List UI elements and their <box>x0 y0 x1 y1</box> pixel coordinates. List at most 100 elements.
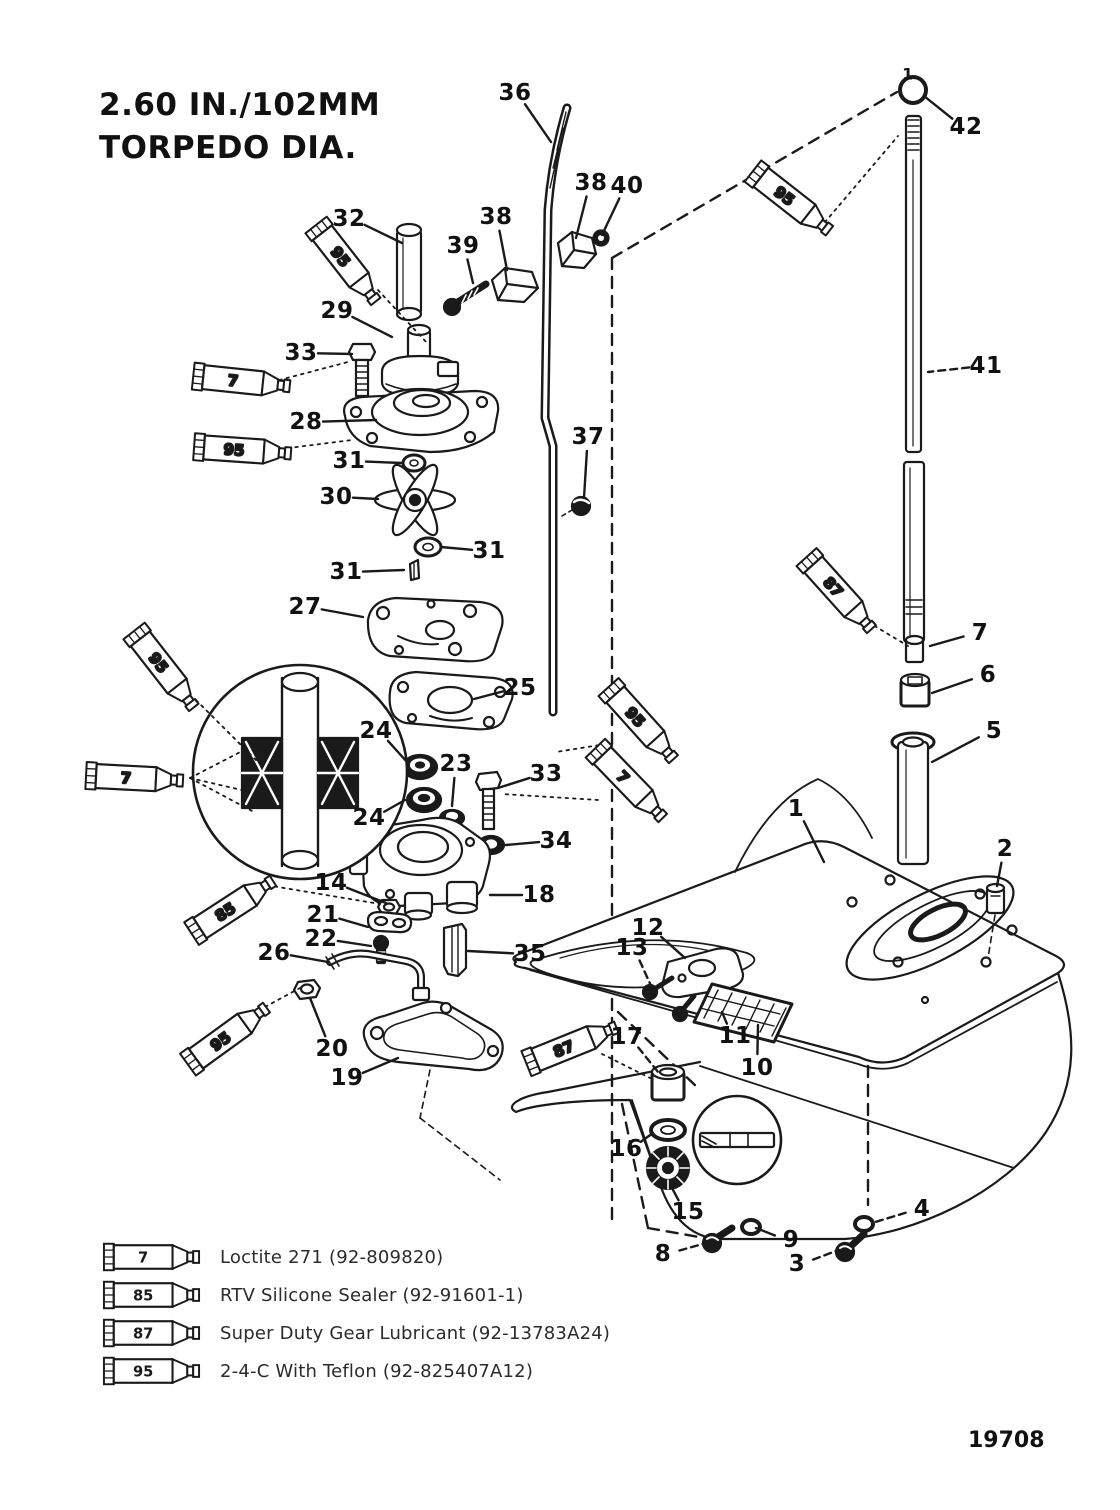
part-callout-15: 15 <box>671 1199 705 1225</box>
shift-rod-nut <box>561 495 592 517</box>
legend-tube-icon: 95 <box>102 1356 201 1386</box>
callout-leader-line <box>523 103 553 144</box>
callout-leader-line <box>472 690 505 701</box>
nut-20 <box>292 978 322 1001</box>
legend-tube-icon: 85 <box>102 1280 201 1310</box>
lubricant-tube-marker: 7 <box>84 761 185 793</box>
washer-31-lower <box>413 536 443 558</box>
callout-leader-line <box>308 996 327 1038</box>
part-callout-3: 3 <box>788 1251 806 1277</box>
part-callout-2: 2 <box>996 836 1014 862</box>
part-callout-23: 23 <box>439 751 473 777</box>
gear-housing <box>510 778 1073 1241</box>
callout-leader-line <box>638 959 654 990</box>
seal-washer-4 <box>853 1215 875 1233</box>
lubricant-tube-marker: 87 <box>520 1020 620 1078</box>
part-callout-18: 18 <box>522 882 556 908</box>
callout-leader-line <box>678 1241 708 1252</box>
part-callout-16: 16 <box>609 1136 643 1162</box>
drain-plug-8 <box>701 1224 736 1254</box>
callout-leader-line <box>600 197 621 237</box>
part-callout-24: 24 <box>352 805 386 831</box>
legend-tube-icon: 87 <box>102 1318 201 1348</box>
retaining-ring <box>898 75 928 105</box>
part-callout-1: 1 <box>902 64 914 84</box>
water-tube-5 <box>890 731 936 866</box>
legend-row: 95 2-4-C With Teflon (92-825407A12) <box>102 1352 610 1390</box>
part-callout-8: 8 <box>654 1241 672 1267</box>
part-callout-26: 26 <box>257 940 291 966</box>
pump-body-28 <box>343 387 500 454</box>
fill-plug-3 <box>834 1230 868 1263</box>
cam-bracket-right <box>556 230 598 270</box>
screw-39 <box>442 280 490 317</box>
callout-leader-line <box>802 820 826 864</box>
part-callout-27: 27 <box>288 594 322 620</box>
callout-leader-line <box>670 1186 680 1202</box>
drawing-number: 19708 <box>968 1428 1045 1453</box>
lubricant-tube-marker: 95 <box>304 215 382 307</box>
lubricant-tube-marker: 95 <box>179 1001 271 1077</box>
part-callout-6: 6 <box>979 662 997 688</box>
callout-leader-line <box>930 678 974 695</box>
part-callout-11: 11 <box>718 1023 752 1049</box>
part-callout-10: 10 <box>740 1055 774 1081</box>
tube-code-label: 87 <box>133 1325 153 1342</box>
callout-leader-line <box>930 736 980 764</box>
water-pickup-tube-26 <box>325 949 431 1002</box>
tube-code-label: 7 <box>138 1249 148 1266</box>
part-callout-33: 33 <box>284 340 318 366</box>
gasket-25 <box>388 670 514 731</box>
legend-label: Loctite 271 (92-809820) <box>220 1246 444 1268</box>
callout-leader-line <box>361 568 406 573</box>
callout-leader-line <box>639 1131 655 1144</box>
callout-leader-line <box>756 1023 760 1056</box>
callout-leader-line <box>928 635 965 648</box>
tube-code-label: 95 <box>133 1363 153 1380</box>
callout-leader-line <box>582 449 589 500</box>
part-callout-39: 39 <box>446 233 480 259</box>
title-line-1: 2.60 IN./102MM <box>99 87 381 123</box>
callout-leader-line <box>316 352 354 356</box>
callout-leader-line <box>338 917 370 929</box>
part-callout-38: 38 <box>479 204 513 230</box>
legend-label: 2-4-C With Teflon (92-825407A12) <box>220 1360 534 1382</box>
lubricant-leader-lines <box>189 135 909 1079</box>
callout-leader-line <box>439 545 474 552</box>
tube-code-label: 85 <box>133 1287 153 1304</box>
callout-leader-line <box>574 195 588 240</box>
part-callout-4: 4 <box>913 1196 931 1222</box>
callout-leader-line <box>363 223 404 245</box>
part-callout-37: 37 <box>571 424 605 450</box>
water-inlet-screen <box>692 982 794 1044</box>
callout-leader-line <box>321 418 378 423</box>
part-callout-12: 12 <box>631 915 665 941</box>
washer-16 <box>649 1118 687 1142</box>
hidden-construction-lines <box>610 90 899 1242</box>
legend-tube-icon: 7 <box>102 1242 201 1272</box>
callout-leader-line <box>870 1211 907 1225</box>
shift-rod <box>540 103 572 717</box>
page-title: 2.60 IN./102MM TORPEDO DIA. <box>99 84 380 170</box>
part-callout-29: 29 <box>320 298 354 324</box>
impeller-key-31 <box>408 558 421 582</box>
lubricant-tube-marker: 7 <box>584 737 669 824</box>
nut-40 <box>592 229 610 247</box>
washer-31-upper <box>401 453 427 473</box>
driveshaft-bushing-6 <box>899 672 931 708</box>
legend-label: Super Duty Gear Lubricant (92-13783A24) <box>220 1322 611 1344</box>
callout-leader-line <box>811 1249 838 1261</box>
part-callout-19: 19 <box>330 1065 364 1091</box>
pump-insert-29 <box>380 323 460 398</box>
callout-leader-line <box>926 366 971 374</box>
driveshaft-bushing-7 <box>904 634 925 664</box>
washer-plate-21 <box>366 910 413 934</box>
anode-35 <box>442 922 468 978</box>
title-line-2: TORPEDO DIA. <box>99 129 357 166</box>
callout-leader-line <box>289 954 330 964</box>
callout-leader-line <box>720 1010 729 1025</box>
lubricant-tube-marker: 85 <box>183 874 278 946</box>
